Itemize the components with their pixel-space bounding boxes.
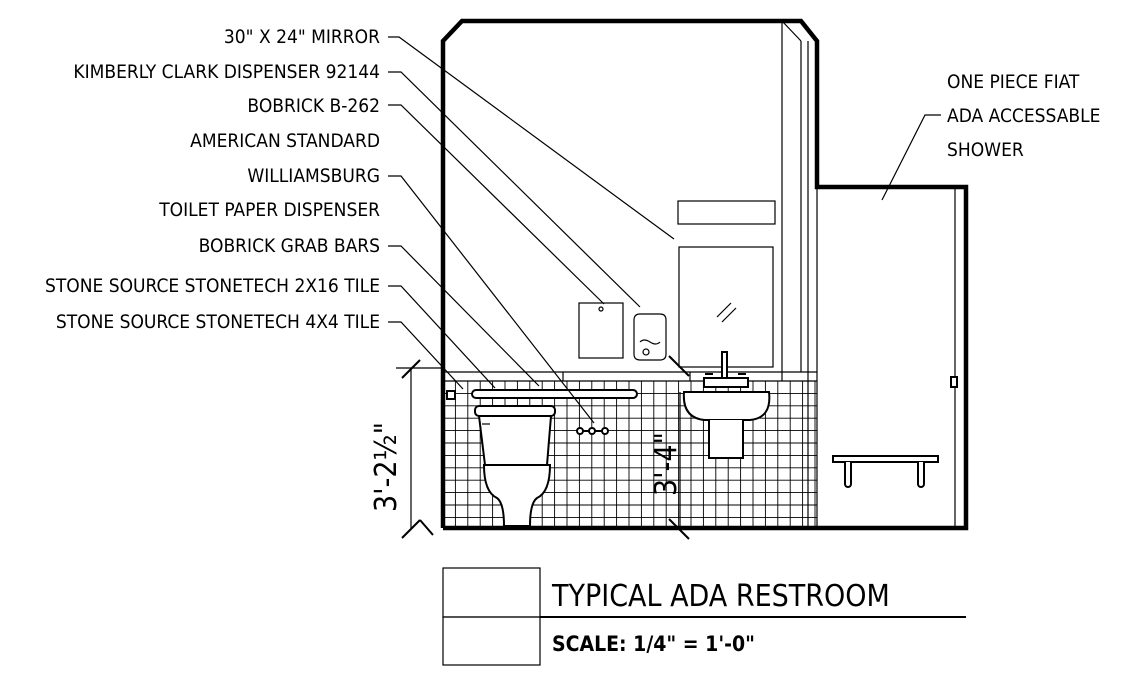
dimension-sink: 3'-4" — [649, 355, 690, 540]
grab-bar-back — [446, 389, 638, 400]
callout-labels-left: 30" X 24" MIRROR KIMBERLY CLARK DISPENSE… — [45, 26, 380, 333]
label-mirror: 30" X 24" MIRROR — [224, 26, 380, 48]
paper-towel-dispenser — [578, 302, 624, 359]
label-bobrick-b262: BOBRICK B-262 — [247, 95, 380, 117]
label-shower-line1: ONE PIECE FIAT — [947, 71, 1080, 93]
wall-tile-2x16-strip — [443, 371, 817, 382]
label-toilet-paper-dispenser: TOILET PAPER DISPENSER — [158, 199, 380, 221]
mirror — [677, 200, 776, 368]
label-4x4-tile: STONE SOURCE STONETECH 4X4 TILE — [56, 311, 380, 333]
shower-enclosure — [832, 187, 958, 528]
label-kimberly-clark: KIMBERLY CLARK DISPENSER 92144 — [73, 61, 380, 83]
drawing-scale: SCALE: 1/4" = 1'-0" — [552, 632, 755, 656]
dimension-left-label: 3'-2½" — [369, 422, 404, 512]
drawing-title: TYPICAL ADA RESTROOM — [551, 579, 890, 614]
toilet — [474, 405, 556, 527]
title-block: TYPICAL ADA RESTROOM SCALE: 1/4" = 1'-0" — [442, 567, 966, 666]
toilet-paper-dispenser — [576, 427, 609, 435]
restroom-walls — [440, 18, 969, 531]
label-american-standard: AMERICAN STANDARD — [190, 130, 380, 152]
soap-dispenser — [633, 313, 667, 361]
callout-labels-right: ONE PIECE FIAT ADA ACCESSABLE SHOWER — [947, 71, 1100, 161]
leader-lines — [388, 36, 941, 424]
dimension-left: 3'-2½" — [369, 359, 443, 539]
sink — [682, 351, 771, 459]
label-shower-line2: ADA ACCESSABLE — [947, 105, 1100, 127]
label-grab-bars: BOBRICK GRAB BARS — [199, 235, 380, 257]
label-shower-line3: SHOWER — [947, 139, 1024, 161]
label-williamsburg: WILLIAMSBURG — [247, 165, 380, 187]
dimension-sink-label: 3'-4" — [649, 432, 684, 496]
label-2x16-tile: STONE SOURCE STONETECH 2X16 TILE — [45, 275, 380, 297]
